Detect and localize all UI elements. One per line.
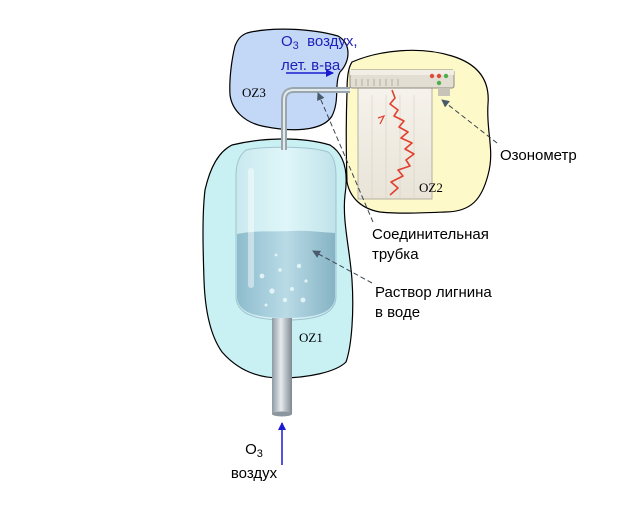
gas-bubbles bbox=[259, 253, 308, 307]
leader-ozonometer bbox=[441, 99, 498, 144]
inlet-pipe bbox=[272, 318, 292, 414]
leader-solution bbox=[312, 250, 373, 284]
zone-oz3-label: OZ3 bbox=[242, 85, 266, 100]
recorder-trace bbox=[389, 89, 415, 196]
zone-oz1-label: OZ1 bbox=[299, 330, 323, 345]
lignin-solution-liquid bbox=[237, 230, 335, 318]
ozonometer-recorder bbox=[349, 69, 455, 200]
top-flow-label: O3 воздух, лет. в-ва bbox=[281, 33, 358, 74]
reaction-vessel bbox=[235, 146, 337, 321]
leader-lines bbox=[312, 92, 498, 284]
zone-oz3-region bbox=[229, 28, 349, 131]
bottom-flow-label: O3 воздух bbox=[230, 441, 278, 482]
zone-oz2-label: OZ2 bbox=[419, 180, 443, 195]
ozonometer-label: Озонометр bbox=[500, 147, 577, 164]
leader-tube bbox=[317, 92, 374, 223]
